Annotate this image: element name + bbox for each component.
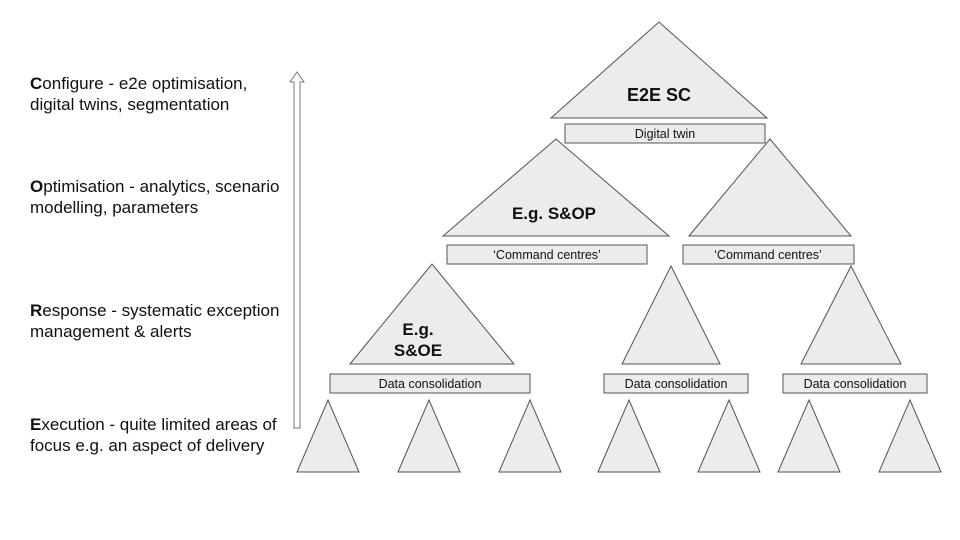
command-centre-right-label: ‘Command centres’	[714, 248, 822, 262]
data-consolidation-box-2	[603, 373, 749, 394]
execution-triangle-3	[498, 398, 562, 473]
level-optimisation: Optimisation - analytics, scenario model…	[30, 176, 280, 218]
level-description: esponse - systematic exception managemen…	[30, 301, 280, 341]
command-centre-right-box	[682, 244, 855, 265]
execution-triangle-5	[697, 398, 761, 473]
level-description: xecution - quite limited areas of focus …	[30, 415, 277, 455]
execution-triangle-7	[878, 398, 942, 473]
triangle-label-low-left-line2: S&OE	[394, 341, 442, 360]
execution-triangle-1	[296, 398, 360, 473]
triangle-s-oe	[348, 263, 516, 365]
triangle-low-right	[800, 264, 902, 365]
execution-triangle-2	[397, 398, 461, 473]
level-initial: R	[30, 301, 43, 320]
triangle-label-mid-left: E.g. S&OP	[512, 204, 596, 223]
triangle-mid-right	[687, 138, 853, 237]
execution-triangle-6	[777, 398, 841, 473]
level-description: onfigure - e2e optimisation, digital twi…	[30, 74, 248, 114]
triangle-low-middle	[621, 264, 721, 365]
triangle-label-low-left-line1: E.g.	[402, 320, 433, 339]
upward-arrow-icon	[289, 71, 305, 429]
level-initial: O	[30, 177, 44, 196]
triangle-e2e-sc	[549, 21, 769, 119]
digital-twin-box	[564, 123, 766, 144]
level-configure: Configure - e2e optimisation, digital tw…	[30, 73, 280, 115]
command-centre-left-label: ‘Command centres’	[493, 248, 601, 262]
level-execution: Execution - quite limited areas of focus…	[30, 414, 280, 456]
level-response: Response - systematic exception manageme…	[30, 300, 280, 342]
data-consolidation-label-1: Data consolidation	[379, 377, 482, 391]
digital-twin-label: Digital twin	[635, 127, 695, 141]
data-consolidation-box-1	[329, 373, 531, 394]
level-initial: C	[30, 74, 43, 93]
command-centre-left-box	[446, 244, 648, 265]
execution-triangle-4	[597, 398, 661, 473]
level-description: ptimisation - analytics, scenario modell…	[30, 177, 280, 217]
triangle-s-op	[441, 138, 671, 237]
data-consolidation-label-3: Data consolidation	[804, 377, 907, 391]
level-initial: E	[30, 415, 42, 434]
data-consolidation-label-2: Data consolidation	[625, 377, 728, 391]
data-consolidation-box-3	[782, 373, 928, 394]
triangle-label-top: E2E SC	[627, 85, 691, 105]
